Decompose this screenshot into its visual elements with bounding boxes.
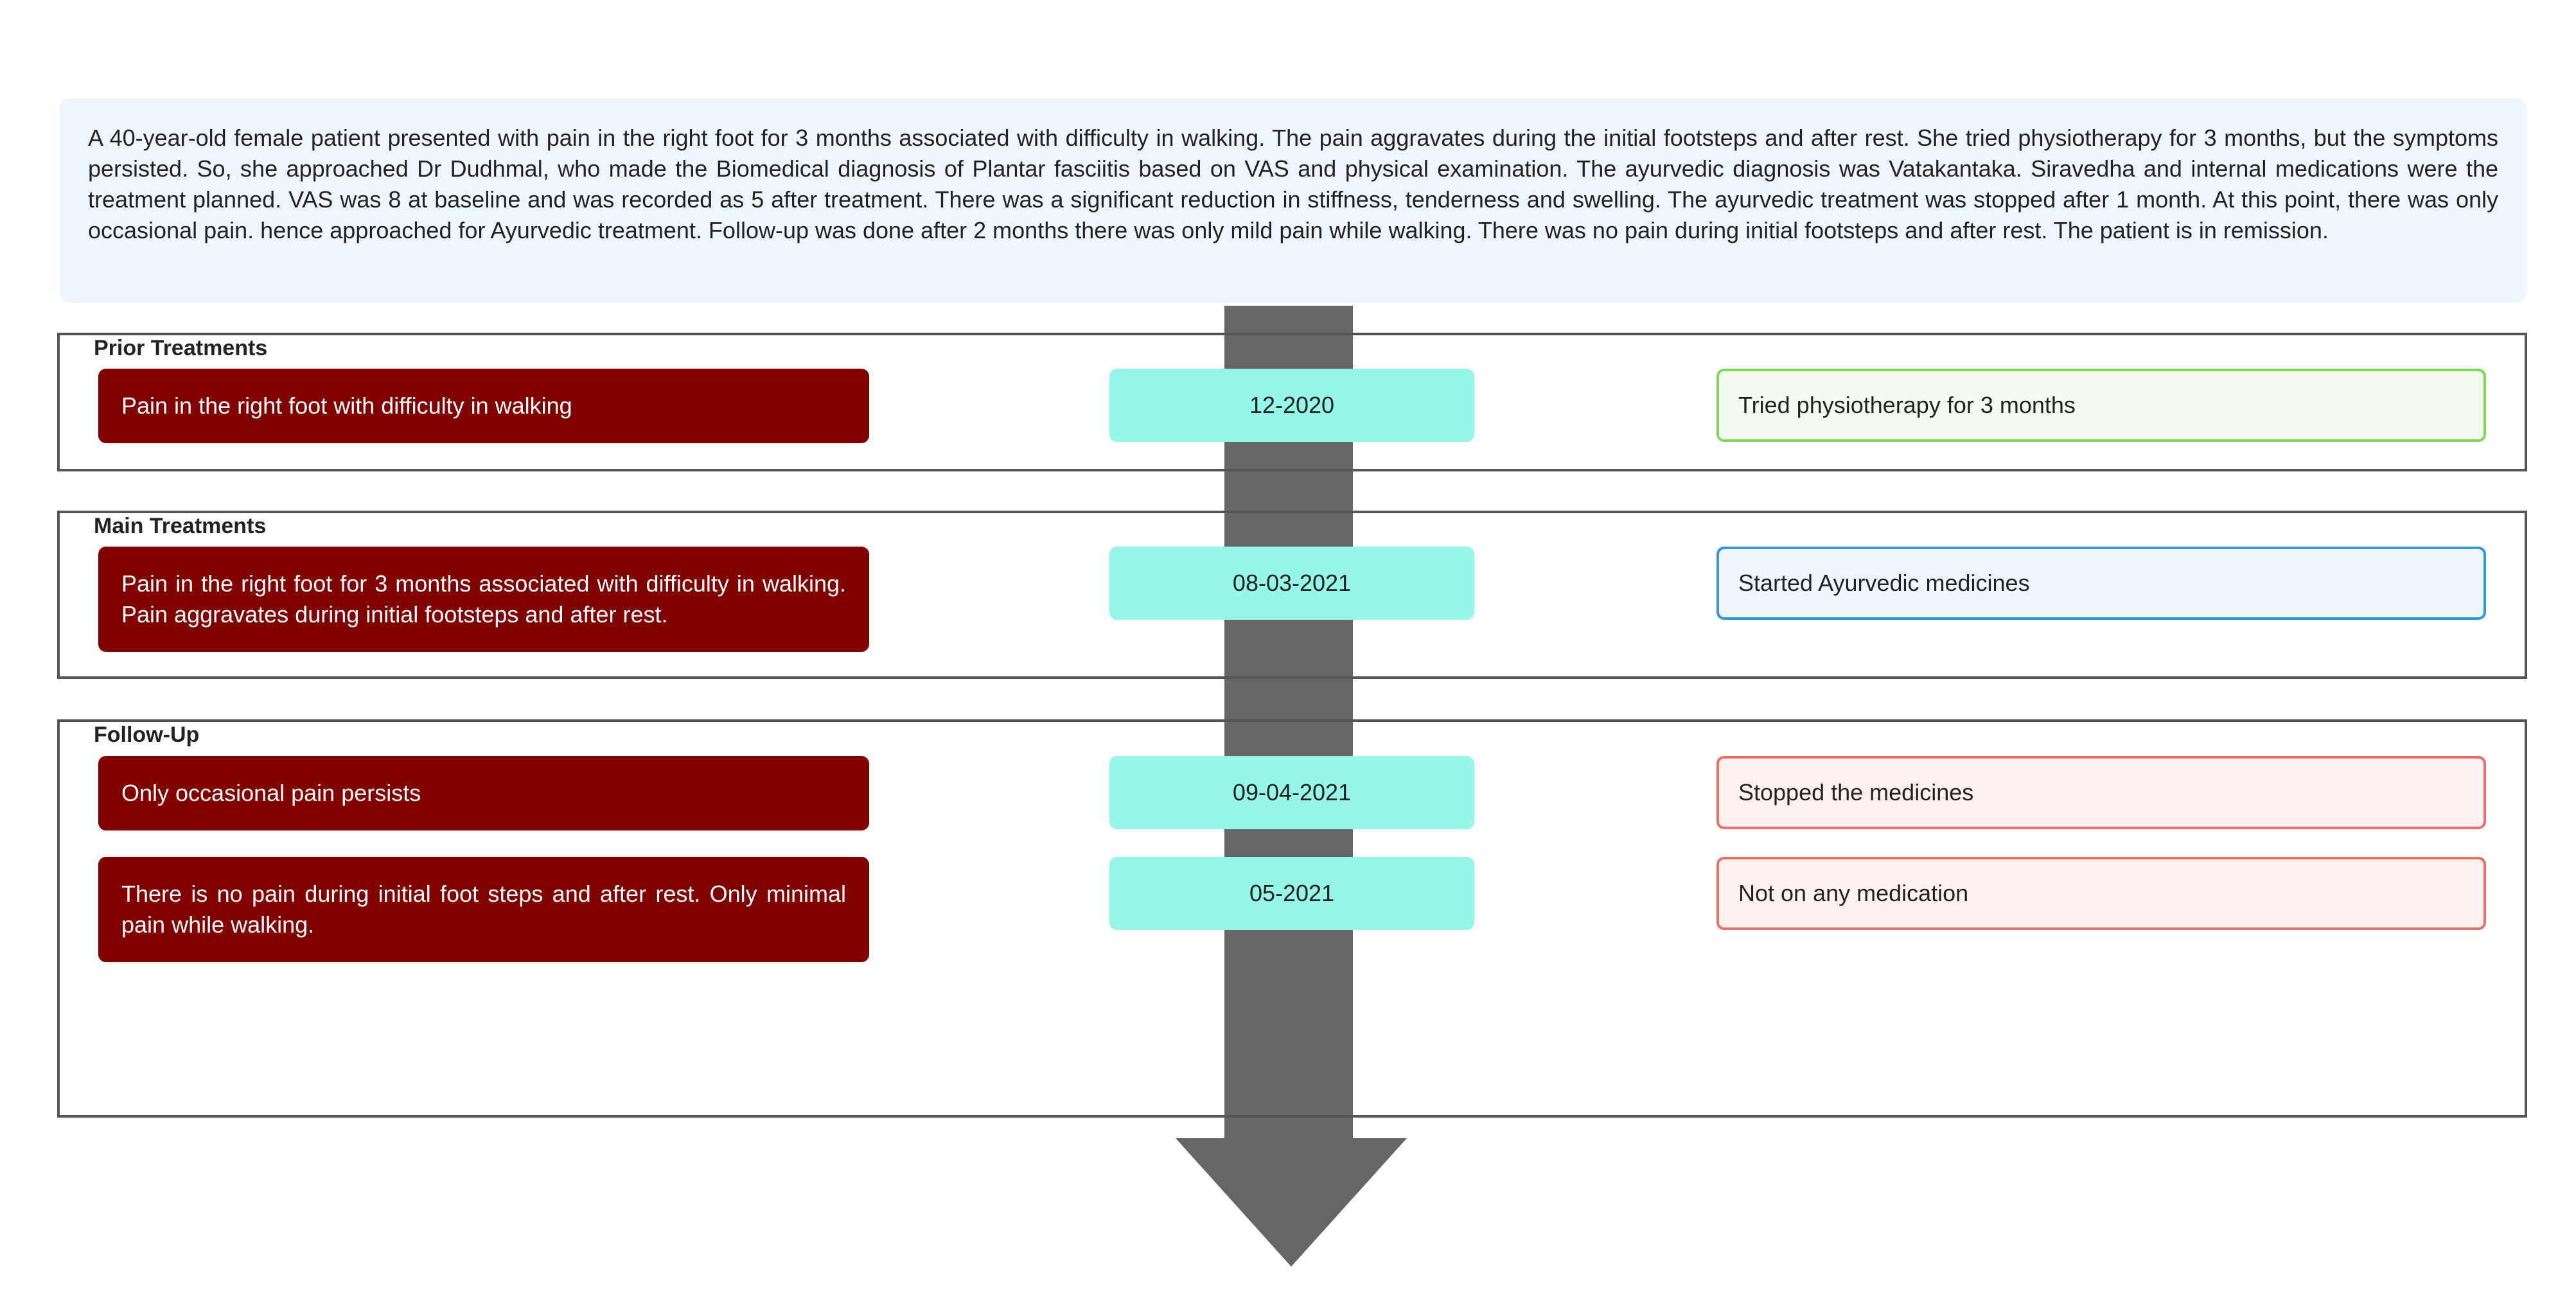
treatment-box: Not on any medication xyxy=(1716,857,2486,930)
timeline-arrow-head xyxy=(1176,1138,1407,1267)
section-title-follow-up: Follow-Up xyxy=(94,723,200,747)
date-box: 12-2020 xyxy=(1109,369,1474,442)
treatment-box: Started Ayurvedic medicines xyxy=(1716,547,2486,620)
event-box: Only occasional pain persists xyxy=(98,756,869,830)
date-box: 05-2021 xyxy=(1109,857,1474,930)
section-title-prior-treatments: Prior Treatments xyxy=(94,336,268,360)
section-title-main-treatments: Main Treatments xyxy=(94,514,267,538)
event-box: Pain in the right foot with difficulty i… xyxy=(98,369,869,443)
date-box: 08-03-2021 xyxy=(1109,547,1474,620)
case-summary: A 40-year-old female patient presented w… xyxy=(60,98,2527,303)
date-box: 09-04-2021 xyxy=(1109,756,1474,829)
treatment-box: Tried physiotherapy for 3 months xyxy=(1716,369,2486,442)
event-box: Pain in the right foot for 3 months asso… xyxy=(98,547,869,652)
event-box: There is no pain during initial foot ste… xyxy=(98,857,869,962)
treatment-box: Stopped the medicines xyxy=(1716,756,2486,829)
section-prior-treatments xyxy=(57,333,2527,471)
section-main-treatments xyxy=(57,511,2527,679)
section-follow-up xyxy=(57,719,2527,1118)
timeline-arrow-shaft xyxy=(1224,306,1353,1139)
